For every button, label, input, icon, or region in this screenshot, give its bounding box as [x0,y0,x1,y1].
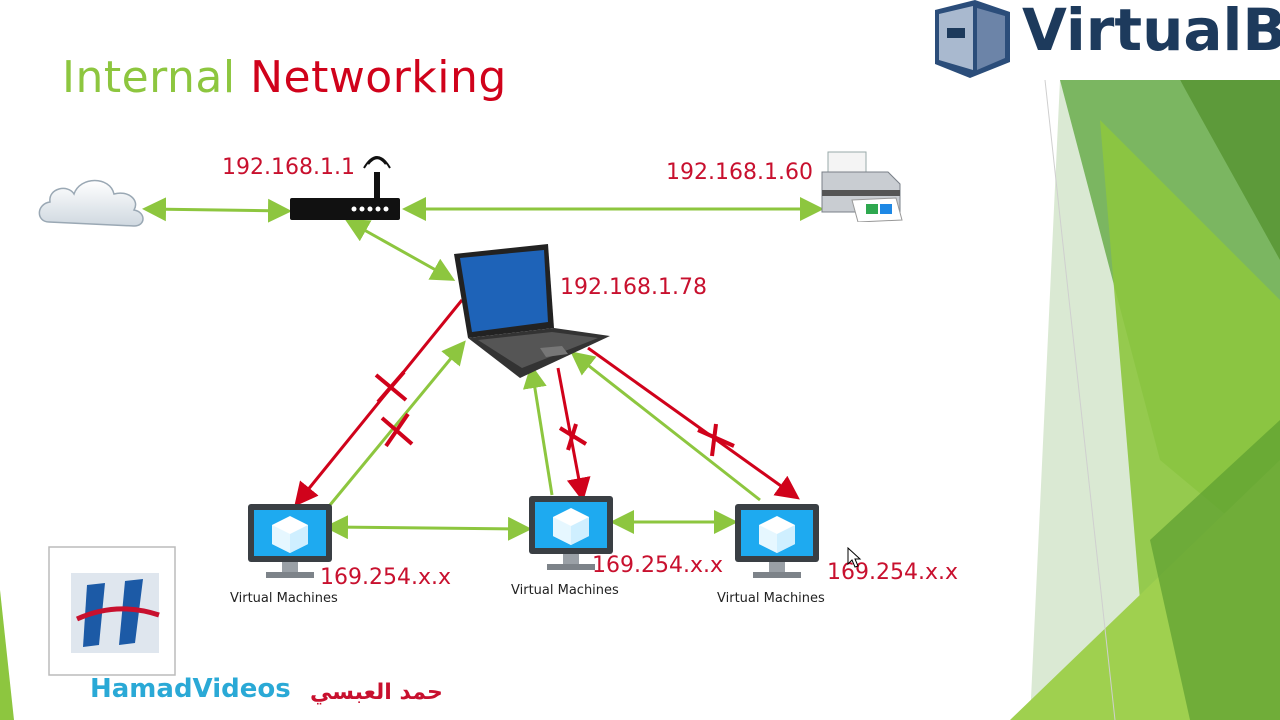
vm3-ip-label: 169.254.x.x [827,560,959,585]
vm2-ip-label: 169.254.x.x [592,553,724,578]
link-vm3-laptop-green [570,351,761,502]
vm-monitor-icon [248,504,332,578]
link-vm2-laptop-green [522,364,554,496]
vm1-label: Virtual Machines [230,591,338,606]
virtualbox-logo-icon [935,0,1010,78]
vm2-label: Virtual Machines [511,583,619,598]
vm1-ip-label: 169.254.x.x [320,565,452,590]
router-ip-label: 192.168.1.1 [222,155,355,180]
channel-name-arabic: حمد العبسي [310,680,443,705]
printer-ip-label: 192.168.1.60 [666,160,813,185]
block-mark-icon [380,412,414,448]
link-cloud-router [142,197,292,223]
printer-icon [821,151,903,222]
virtualbox-brand-text: VirtualBo [1022,0,1280,64]
router-icon [290,156,400,220]
link-vm1-laptop-green [328,340,466,506]
vm-monitor-icon [529,496,613,570]
block-mark-icon [374,370,408,404]
title-word-internal: Internal [62,52,236,103]
cloud-icon [38,179,144,227]
laptop-icon [454,244,610,378]
channel-logo-icon [48,546,176,676]
vm3-label: Virtual Machines [717,591,825,606]
link-laptop-vm3-red [587,346,800,500]
cursor-icon [847,547,862,568]
vm-monitor-icon [735,504,819,578]
block-mark-icon [697,423,735,457]
channel-name: HamadVideos [90,674,291,704]
title-word-networking: Networking [250,52,507,103]
laptop-ip-label: 192.168.1.78 [560,275,707,300]
link-vm1-vm2 [324,515,532,541]
link-router-laptop [344,219,456,281]
slide-title: Internal Networking [62,52,507,103]
block-mark-icon [558,423,588,451]
